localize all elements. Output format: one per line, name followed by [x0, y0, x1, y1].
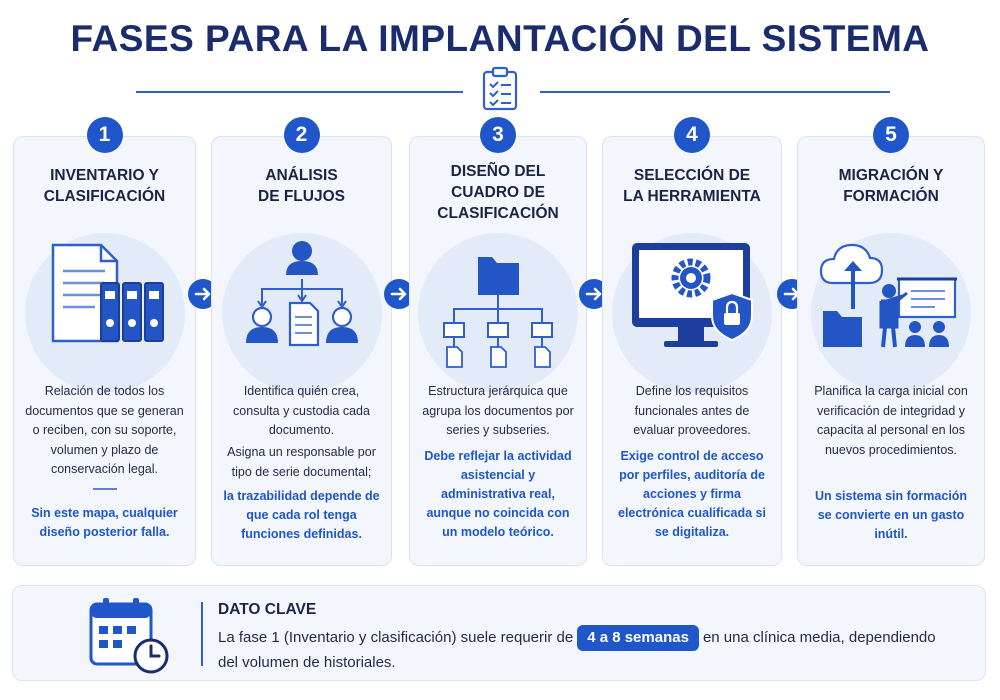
phase-number: 3: [480, 117, 516, 153]
calendar-clock-icon: [89, 598, 169, 674]
phase-description-2: Asigna un responsable por tipo de serie …: [227, 445, 376, 479]
phase-number: 1: [86, 117, 123, 153]
key-fact-panel: DATO CLAVE La fase 1 (Inventario y clasi…: [12, 585, 986, 681]
phase-number: 4: [674, 117, 710, 153]
phase-description: Planifica la carga inicial con verificac…: [814, 384, 968, 457]
phase-description: Estructura jerárquica que agrupa los doc…: [422, 384, 574, 437]
phase-description: Define los requisitos funcionales antes …: [633, 384, 751, 437]
phase-note: Exige control de acceso por perfiles, au…: [618, 449, 766, 539]
key-fact-text: La fase 1 (Inventario y clasificación) s…: [218, 625, 938, 675]
separator: [92, 488, 117, 490]
title-divider-left: [136, 91, 463, 93]
key-fact-divider: [201, 602, 203, 666]
monitor-gear-shield-icon: [612, 233, 772, 393]
documents-binders-icon: [24, 233, 185, 393]
people-flow-icon: [221, 233, 382, 393]
key-fact-title: DATO CLAVE: [218, 601, 317, 618]
duration-highlight: 4 a 8 semanas: [577, 625, 699, 651]
phase-number: 2: [283, 117, 320, 153]
title-divider-right: [540, 91, 890, 93]
cloud-upload-training-icon: [811, 233, 971, 393]
phase-description: Relación de todos los documentos que se …: [25, 384, 184, 476]
page-title: FASES PARA LA IMPLANTACIÓN DEL SISTEMA: [70, 18, 930, 59]
checklist-clipboard-icon: [482, 66, 518, 111]
phase-note: Un sistema sin formación se convierte en…: [814, 489, 968, 541]
phase-description: Identifica quién crea, consulta y custod…: [233, 384, 370, 437]
phase-number: 5: [873, 117, 909, 153]
phase-note: Debe reflejar la actividad asistencial y…: [424, 449, 572, 539]
folder-hierarchy-icon: [418, 233, 578, 393]
phase-note: la trazabilidad depende de que cada rol …: [223, 489, 380, 541]
phase-note: Sin este mapa, cualquier diseño posterio…: [31, 506, 178, 539]
